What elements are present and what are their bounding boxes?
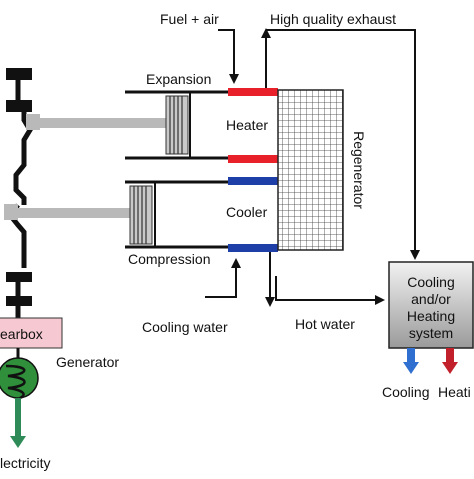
crank-linkage: [6, 68, 33, 318]
label-gearbox: earbox: [0, 326, 43, 342]
expansion-cylinder: [125, 90, 272, 160]
label-regenerator: Regenerator: [351, 131, 367, 209]
label-heater: Heater: [226, 117, 268, 133]
label-expansion: Expansion: [146, 71, 211, 87]
connecting-rods: [4, 114, 168, 220]
system-line-2: and/or: [411, 291, 451, 307]
system-line-3: Heating: [407, 308, 455, 324]
label-hot-water: Hot water: [295, 316, 355, 332]
electricity-arrow: [10, 398, 26, 448]
label-cooling: Cooling: [382, 384, 429, 400]
label-cooler: Cooler: [226, 204, 268, 220]
label-electricity: lectricity: [0, 455, 51, 471]
label-generator: Generator: [56, 354, 119, 370]
flow-arrows: [205, 28, 420, 307]
heat-exchanger-bars: [228, 88, 278, 252]
regenerator: [277, 89, 344, 251]
label-cooling-water: Cooling water: [142, 319, 228, 335]
gearbox: [0, 317, 63, 358]
cooling-heating-system-box: Cooling and/or Heating system: [388, 261, 474, 349]
label-compression: Compression: [128, 251, 210, 267]
system-line-4: system: [409, 325, 453, 341]
generator-coil-icon: [0, 357, 39, 400]
label-high-quality-exhaust: High quality exhaust: [270, 11, 396, 27]
label-fuel-air: Fuel + air: [160, 11, 219, 27]
system-output-arrows: [403, 348, 458, 374]
label-heating: Heati: [438, 384, 471, 400]
system-line-1: Cooling: [407, 274, 454, 290]
